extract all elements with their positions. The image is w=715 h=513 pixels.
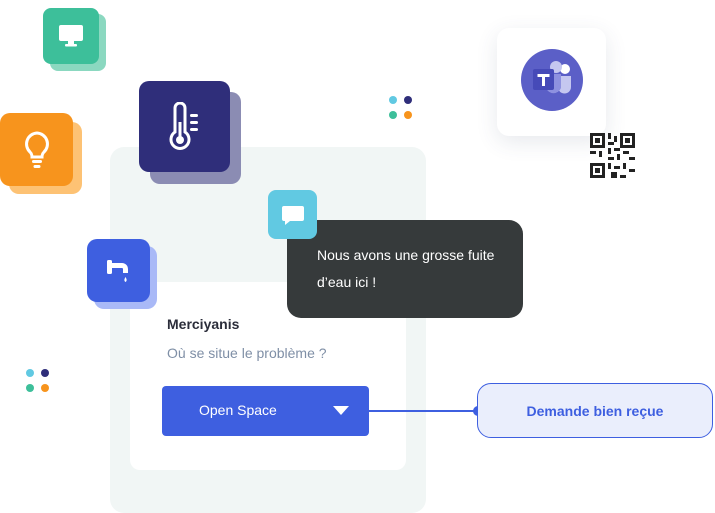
chat-bubble-icon [268, 190, 317, 239]
decor-dot [404, 111, 412, 119]
decor-dot [389, 111, 397, 119]
confirmation-badge: Demande bien reçue [477, 383, 713, 438]
faucet-icon [87, 239, 150, 302]
card-title: Merciyanis [167, 316, 240, 332]
teams-integration-card [497, 28, 606, 136]
chat-message-text: Nous avons une grosse fuite d’eau ici ! [317, 247, 495, 290]
thermometer-icon [139, 81, 230, 172]
chevron-down-icon [333, 406, 349, 415]
location-dropdown[interactable]: Open Space [162, 386, 369, 436]
location-dropdown-value: Open Space [199, 402, 277, 418]
card-question: Où se situe le problème ? [167, 345, 327, 361]
microsoft-teams-icon [521, 49, 583, 111]
decor-dot [41, 369, 49, 377]
decor-dot [26, 384, 34, 392]
decor-dot [389, 96, 397, 104]
decor-dot [26, 369, 34, 377]
connector-line [369, 410, 478, 412]
decor-dot [404, 96, 412, 104]
qr-code-icon [590, 133, 635, 178]
lightbulb-icon [0, 113, 73, 186]
confirmation-label: Demande bien reçue [526, 403, 664, 419]
monitor-icon [43, 8, 99, 64]
decor-dot [41, 384, 49, 392]
chat-message-bubble: Nous avons une grosse fuite d’eau ici ! [287, 220, 523, 318]
